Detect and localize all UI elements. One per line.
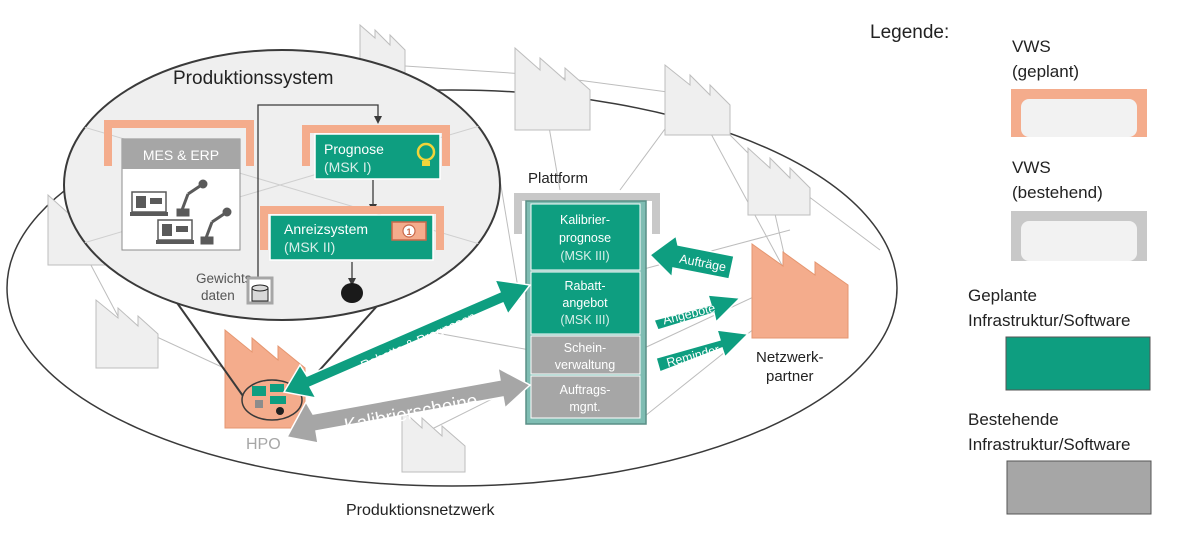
module-rabattangebot-3: (MSK III)	[560, 313, 609, 327]
legend-vws-planned-swatch	[1011, 89, 1147, 137]
lightbulb-icon	[416, 142, 436, 166]
reminder-arrow-label: Reminder	[665, 342, 721, 370]
legend-planned-infra-swatch	[1005, 336, 1151, 391]
module-scheinverwaltung-1: Schein-	[564, 341, 606, 355]
legend-planned-infra-2: Infrastruktur/Software	[968, 311, 1131, 330]
network-factory-icon	[747, 146, 811, 216]
legend-planned-infra-1: Geplante	[968, 286, 1037, 305]
angebote-arrow	[652, 294, 742, 331]
module-kalibrierprognose-1: Kalibrier-	[560, 213, 610, 227]
platform-modules	[530, 203, 641, 419]
database-icon	[246, 276, 274, 305]
network-ellipse	[6, 89, 898, 487]
auftraege-arrow	[648, 234, 735, 280]
network-factory-icon	[401, 408, 466, 473]
robot-arm-icon	[176, 179, 208, 217]
network-factory-icon	[664, 63, 731, 136]
kalibrierscheine-arrow	[285, 366, 532, 444]
module-kalibrierprognose-3: (MSK III)	[560, 249, 609, 263]
module-auftragsmgnt-1: Auftrags-	[560, 383, 611, 397]
output-dot-icon	[341, 283, 363, 303]
network-factory-icon	[514, 46, 591, 131]
production-system-title: Produktionssystem	[173, 68, 334, 89]
legend-existing-infra-swatch	[1006, 460, 1152, 515]
platform-title: Plattform	[528, 170, 588, 187]
legend-title: Legende:	[870, 22, 949, 43]
module-scheinverwaltung-2: verwaltung	[555, 358, 615, 372]
callout-line	[174, 299, 244, 397]
network-factory-icon	[95, 298, 159, 369]
module-kalibrierprognose-2: prognose	[559, 231, 611, 245]
rabatte-arrow	[282, 279, 532, 400]
mes-erp-label: MES & ERP	[143, 147, 219, 163]
gewichtsdaten-label-2: daten	[201, 288, 235, 303]
legend-vws-existing-2: (bestehend)	[1012, 183, 1103, 202]
reminder-arrow	[655, 329, 750, 373]
module-rabattangebot-2: angebot	[562, 296, 608, 310]
prognose-label: Prognose	[324, 141, 384, 157]
legend-vws-planned-2: (geplant)	[1012, 62, 1079, 81]
partner-label-2: partner	[766, 368, 814, 385]
angebote-arrow-label: Angebote	[661, 301, 716, 328]
legend-vws-existing-swatch	[1011, 211, 1147, 261]
anreiz-label: Anreizsystem	[284, 221, 368, 237]
module-auftragsmgnt-2: mgnt.	[569, 400, 600, 414]
hpo-label: HPO	[246, 436, 281, 453]
partner-factory-icon	[751, 243, 849, 339]
legend-existing-infra-2: Infrastruktur/Software	[968, 435, 1131, 454]
legend-existing-infra-1: Bestehende	[968, 410, 1059, 429]
legend-vws-existing-1: VWS	[1012, 158, 1051, 177]
gewichtsdaten-label-1: Gewichts-	[196, 271, 256, 286]
machine-icon	[156, 219, 194, 244]
prognose-sublabel: (MSK I)	[324, 159, 371, 175]
network-title: Produktionsnetzwerk	[346, 502, 496, 519]
money-icon-numeral: 1	[406, 227, 411, 237]
rabatte-arrow-label: Rabatte & Prognosen	[358, 309, 478, 373]
anreiz-sublabel: (MSK II)	[284, 239, 335, 255]
robot-arm-icon	[200, 207, 232, 245]
partner-label-1: Netzwerk-	[756, 349, 824, 366]
money-icon	[391, 221, 427, 241]
machine-icon	[130, 191, 168, 216]
module-rabattangebot-1: Rabatt-	[565, 279, 606, 293]
legend-vws-planned-1: VWS	[1012, 37, 1051, 56]
